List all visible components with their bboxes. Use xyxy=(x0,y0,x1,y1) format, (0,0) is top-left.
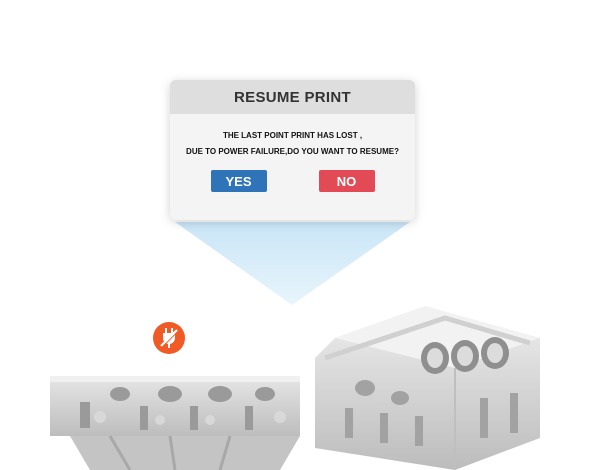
resume-print-dialog: RESUME PRINT THE LAST POINT PRINT HAS LO… xyxy=(170,80,415,220)
dialog-header: RESUME PRINT xyxy=(170,80,415,114)
dialog-message-line-1: THE LAST POINT PRINT HAS LOST , xyxy=(222,131,363,140)
yes-button[interactable]: YES xyxy=(210,170,267,192)
partial-engine-block-image xyxy=(50,376,300,470)
dialog-title: RESUME PRINT xyxy=(234,88,351,106)
dialog-buttons: YES NO xyxy=(170,170,415,192)
dialog-body: THE LAST POINT PRINT HAS LOST , DUE TO P… xyxy=(170,114,415,192)
no-button[interactable]: NO xyxy=(318,170,375,192)
completed-engine-block-image xyxy=(315,306,540,470)
dialog-message-line-2: DUE TO POWER FAILURE,DO YOU WANT TO RESU… xyxy=(186,147,399,156)
unplugged-power-icon xyxy=(153,322,185,354)
